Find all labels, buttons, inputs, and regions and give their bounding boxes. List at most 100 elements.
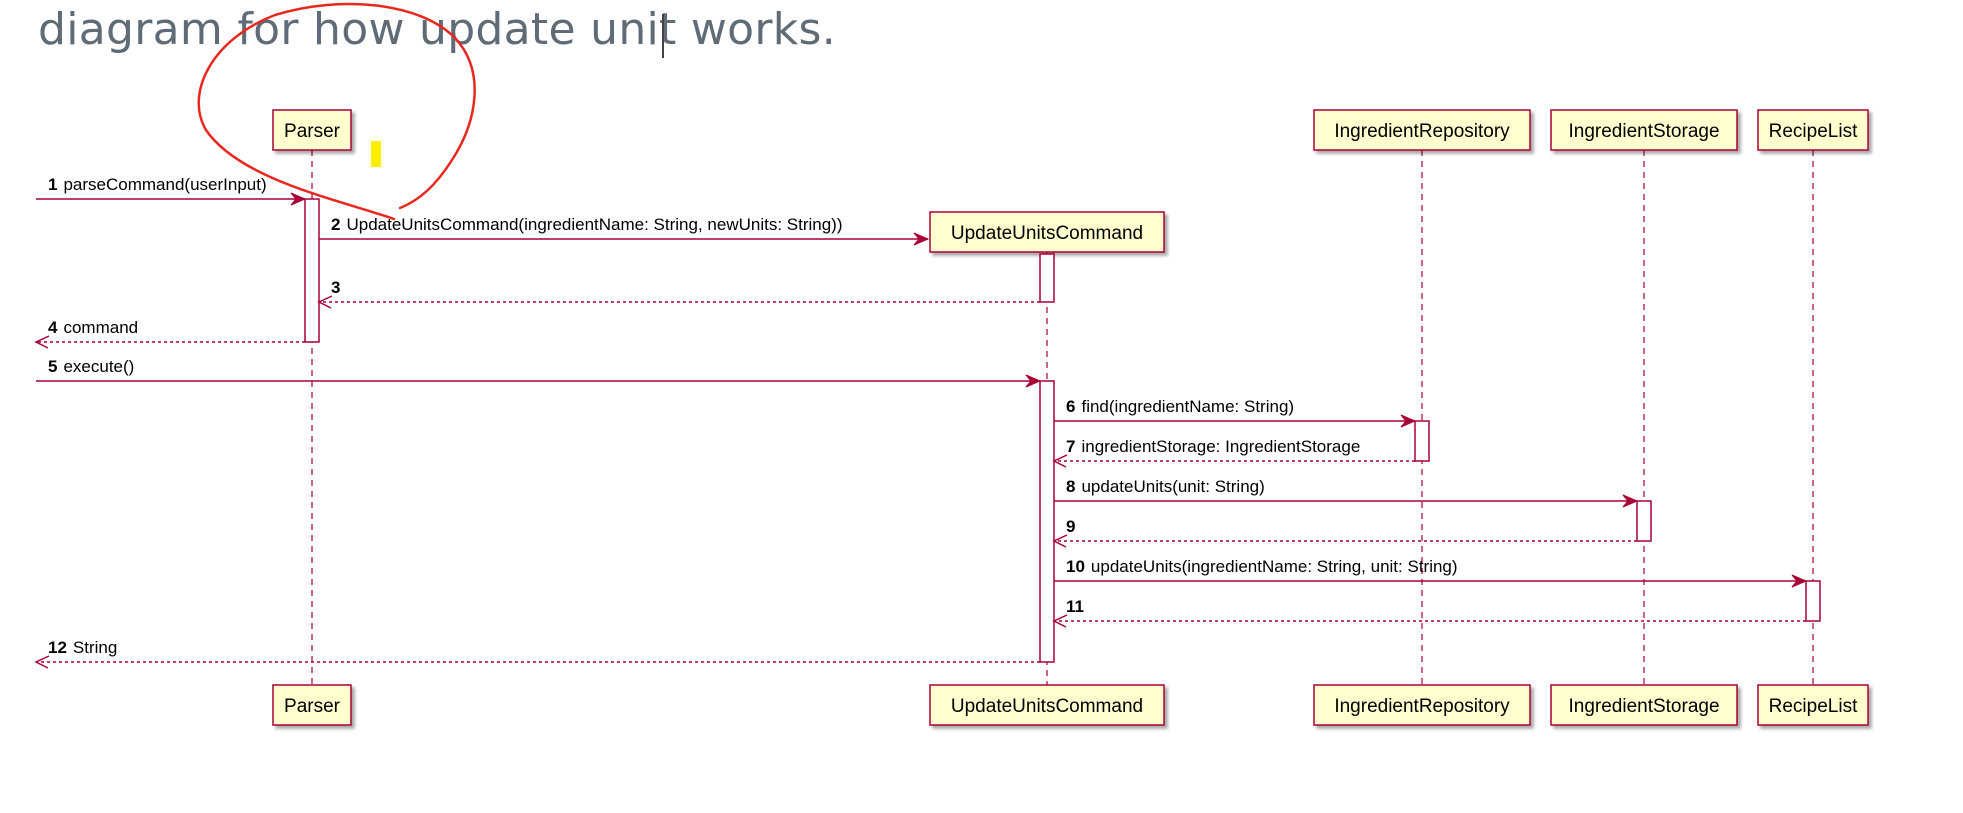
arrowhead-open <box>1052 454 1068 468</box>
message-text: UpdateUnitsCommand(ingredientName: Strin… <box>346 215 842 234</box>
arrowhead-filled <box>290 192 307 206</box>
arrowhead-open <box>34 655 50 669</box>
participant-box <box>929 211 1165 253</box>
message-text: ingredientStorage: IngredientStorage <box>1081 437 1360 456</box>
message-label: 7 ingredientStorage: IngredientStorage <box>1066 437 1360 456</box>
pen-circle-annotation <box>197 2 476 221</box>
participant-recipes-top: RecipeList <box>1757 109 1869 151</box>
message-label: 9 <box>1066 517 1075 536</box>
participant-label: Parser <box>284 696 341 717</box>
message-label: 5 execute() <box>48 357 134 376</box>
participant-repo-top: IngredientRepository <box>1313 109 1531 151</box>
message-number: 6 <box>1066 397 1075 416</box>
message-12: 12 String <box>34 638 1040 669</box>
message-label: 10 updateUnits(ingredientName: String, un… <box>1066 557 1458 576</box>
message-label: 2 UpdateUnitsCommand(ingredientName: Stri… <box>331 215 843 234</box>
participant-recipes-bottom: RecipeList <box>1757 684 1869 726</box>
message-3: 3 <box>317 278 1040 309</box>
message-text: updateUnits(unit: String) <box>1081 477 1264 496</box>
messages: 1 parseCommand(userInput) 2 UpdateUnitsComm… <box>34 175 1808 669</box>
message-10: 10 updateUnits(ingredientName: String, un… <box>1054 557 1808 588</box>
arrowhead-open <box>34 335 50 349</box>
participant-box <box>929 684 1165 726</box>
participant-box <box>1757 684 1869 726</box>
message-label: 4 command <box>48 318 138 337</box>
highlighter-mark <box>371 141 381 167</box>
message-text: String <box>73 638 117 657</box>
page-heading: diagram for how update unit works. <box>38 4 837 55</box>
message-text: command <box>63 318 138 337</box>
arrowhead-filled <box>1400 414 1417 428</box>
message-8: 8 updateUnits(unit: String) <box>1054 477 1639 508</box>
participant-box <box>272 684 352 726</box>
participant-label: Parser <box>284 121 341 142</box>
message-7: 7 ingredientStorage: IngredientStorage <box>1052 437 1415 468</box>
message-2: 2 UpdateUnitsCommand(ingredientName: Stri… <box>319 215 930 246</box>
participant-cmd-bottom: UpdateUnitsCommand <box>929 684 1165 726</box>
arrowhead-filled <box>1791 574 1808 588</box>
participants: ParserParserUpdateUnitsCommandUpdateUnit… <box>272 109 1869 726</box>
message-text: find(ingredientName: String) <box>1081 397 1294 416</box>
message-number: 4 <box>48 318 58 337</box>
arrowhead-filled <box>1025 374 1042 388</box>
arrowhead-filled <box>1622 494 1639 508</box>
participant-box <box>1550 684 1738 726</box>
participant-label: UpdateUnitsCommand <box>951 696 1143 717</box>
activation-bar-cmd-execute <box>1039 380 1055 663</box>
pen-annotations <box>197 2 476 221</box>
participant-label: UpdateUnitsCommand <box>951 223 1143 244</box>
message-number: 1 <box>48 175 57 194</box>
message-label: 12 String <box>48 638 117 657</box>
activation-bar-parser <box>304 198 320 343</box>
participant-label: IngredientRepository <box>1334 696 1510 717</box>
participant-storage-top: IngredientStorage <box>1550 109 1738 151</box>
participant-parser-top: Parser <box>272 109 352 151</box>
message-9: 9 <box>1052 517 1637 548</box>
participant-repo-bottom: IngredientRepository <box>1313 684 1531 726</box>
participant-parser-bottom: Parser <box>272 684 352 726</box>
participant-box <box>1313 684 1531 726</box>
participant-label: IngredientStorage <box>1568 696 1719 717</box>
arrowhead-open <box>1052 614 1068 628</box>
participant-label: IngredientRepository <box>1334 121 1510 142</box>
message-text: execute() <box>63 357 134 376</box>
message-number: 5 <box>48 357 57 376</box>
message-label: 6 find(ingredientName: String) <box>1066 397 1294 416</box>
message-label: 1 parseCommand(userInput) <box>48 175 267 194</box>
participant-storage-bottom: IngredientStorage <box>1550 684 1738 726</box>
message-1: 1 parseCommand(userInput) <box>36 175 307 206</box>
participant-box <box>1757 109 1869 151</box>
activation-bar-recipes <box>1805 580 1821 622</box>
message-number: 12 <box>48 638 67 657</box>
message-number: 7 <box>1066 437 1075 456</box>
message-label: 8 updateUnits(unit: String) <box>1066 477 1265 496</box>
message-number: 9 <box>1066 517 1075 536</box>
message-5: 5 execute() <box>36 357 1042 388</box>
message-label: 11 <box>1066 597 1084 616</box>
message-6: 6 find(ingredientName: String) <box>1054 397 1417 428</box>
participant-label: RecipeList <box>1769 696 1858 717</box>
activation-bar-cmd-init <box>1039 253 1055 303</box>
message-11: 11 <box>1052 597 1806 628</box>
message-text: updateUnits(ingredientName: String, unit… <box>1091 557 1458 576</box>
message-number: 2 <box>331 215 340 234</box>
message-number: 10 <box>1066 557 1085 576</box>
participant-box <box>1550 109 1738 151</box>
participant-box <box>272 109 352 151</box>
arrowhead-open <box>317 295 333 309</box>
participant-label: IngredientStorage <box>1568 121 1719 142</box>
message-number: 8 <box>1066 477 1075 496</box>
participant-label: RecipeList <box>1769 121 1858 142</box>
message-number: 3 <box>331 278 340 297</box>
arrowhead-filled <box>913 232 930 246</box>
participant-cmd-top: UpdateUnitsCommand <box>929 211 1165 253</box>
participant-box <box>1313 109 1531 151</box>
activation-bars <box>304 198 1821 663</box>
arrowhead-open <box>1052 534 1068 548</box>
text-cursor <box>662 14 664 58</box>
message-4: 4 command <box>34 318 305 349</box>
message-number: 11 <box>1066 597 1084 616</box>
message-text: parseCommand(userInput) <box>63 175 266 194</box>
message-label: 3 <box>331 278 340 297</box>
